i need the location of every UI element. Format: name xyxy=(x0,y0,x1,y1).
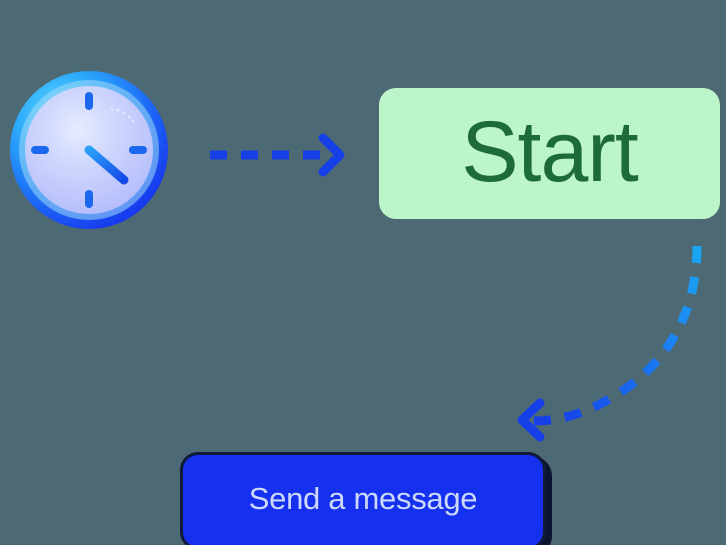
send-message-button-label: Send a message xyxy=(248,480,478,516)
start-button[interactable]: Start xyxy=(379,88,720,219)
dashed-arrow-right-icon xyxy=(210,133,345,177)
send-message-button[interactable]: Send a message xyxy=(180,452,546,545)
dashed-curved-arrow-left-icon xyxy=(517,245,702,442)
start-button-label: Start xyxy=(461,103,639,200)
clock-four-oclock-icon xyxy=(8,68,170,232)
